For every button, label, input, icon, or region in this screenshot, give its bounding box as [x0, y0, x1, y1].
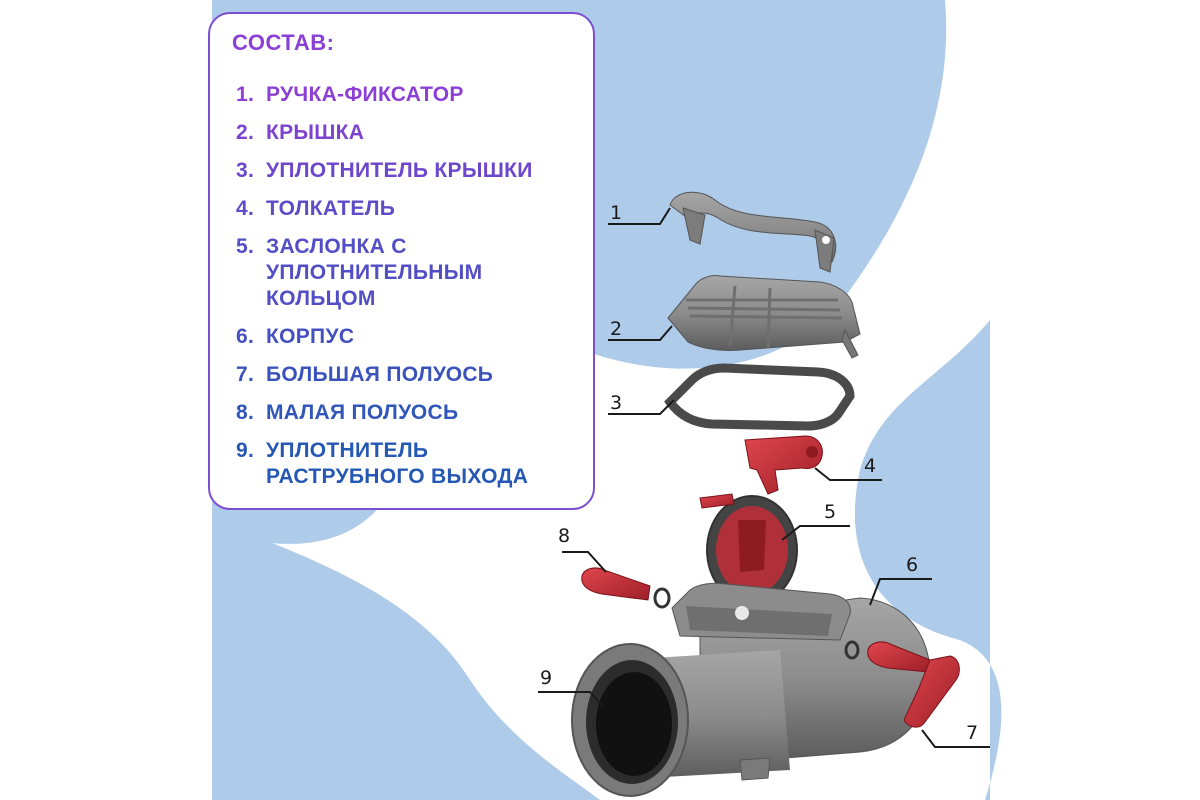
legend-list: 1. РУЧКА-ФИКСАТОР 2. КРЫШКА 3. УПЛОТНИТЕЛЬ … [236, 82, 533, 502]
legend-item-text: КРЫШКА [266, 121, 365, 144]
legend-item-number: 4. [236, 197, 255, 220]
callout-number: 4 [864, 455, 876, 477]
cover-part [667, 275, 861, 359]
callout-number: 6 [906, 554, 918, 576]
legend-item-text: ЗАСЛОНКА С УПЛОТНИТЕЛЬНЫМ КОЛЬЦОМ [266, 235, 483, 310]
legend-item: 9. УПЛОТНИТЕЛЬ РАСТРУБНОГО ВЫХОДА [236, 438, 533, 490]
large-half-axle-part [844, 640, 960, 728]
callout-number: 9 [540, 667, 552, 689]
callout-number: 8 [558, 525, 570, 547]
blue-blob-right [854, 320, 1002, 800]
callout-number: 2 [610, 318, 622, 340]
legend-item-number: 1. [236, 83, 255, 106]
handle-lock-part [669, 191, 837, 273]
callout-number: 3 [610, 392, 622, 414]
legend-item-text: УПЛОТНИТЕЛЬ РАСТРУБНОГО ВЫХОДА [266, 439, 529, 488]
legend-item-text: МАЛАЯ ПОЛУОСЬ [266, 401, 459, 424]
legend-card [208, 12, 595, 510]
legend-item: 3. УПЛОТНИТЕЛЬ КРЫШКИ [236, 158, 533, 184]
legend-item-number: 8. [236, 401, 255, 424]
socket-seal-part [571, 643, 689, 797]
legend-item: 2. КРЫШКА [236, 120, 533, 146]
legend-item-text: УПЛОТНИТЕЛЬ КРЫШКИ [266, 159, 533, 182]
flap-part [699, 493, 798, 605]
callout-number: 1 [610, 202, 622, 224]
cover-seal-part [664, 363, 855, 431]
pusher-part [744, 435, 823, 495]
legend-item-text: РУЧКА-ФИКСАТОР [266, 83, 464, 106]
legend-item-number: 3. [236, 159, 255, 182]
legend-item-number: 2. [236, 121, 255, 144]
legend-item: 4. ТОЛКАТЕЛЬ [236, 196, 533, 222]
callout-leader-lines [538, 207, 990, 748]
legend-item-number: 6. [236, 325, 255, 348]
legend-item-text: КОРПУС [266, 325, 355, 348]
legend-item: 6. КОРПУС [236, 324, 533, 350]
legend-item-number: 7. [236, 363, 255, 386]
legend-item-number: 5. [236, 235, 255, 258]
legend-item: 8. МАЛАЯ ПОЛУОСЬ [236, 400, 533, 426]
legend-item: 1. РУЧКА-ФИКСАТОР [236, 82, 533, 108]
legend-item-text: ТОЛКАТЕЛЬ [266, 197, 396, 220]
legend-item: 7. БОЛЬШАЯ ПОЛУОСЬ [236, 362, 533, 388]
legend-item: 5. ЗАСЛОНКА С УПЛОТНИТЕЛЬНЫМ КОЛЬЦОМ [236, 234, 533, 312]
small-half-axle-part [581, 567, 671, 609]
blue-blob-bottom-left [212, 520, 600, 800]
legend-title: СОСТАВ: [232, 30, 335, 55]
callout-number: 5 [824, 501, 836, 523]
callout-number: 7 [966, 722, 978, 744]
legend-item-text: БОЛЬШАЯ ПОЛУОСЬ [266, 363, 494, 386]
legend-item-number: 9. [236, 439, 255, 462]
